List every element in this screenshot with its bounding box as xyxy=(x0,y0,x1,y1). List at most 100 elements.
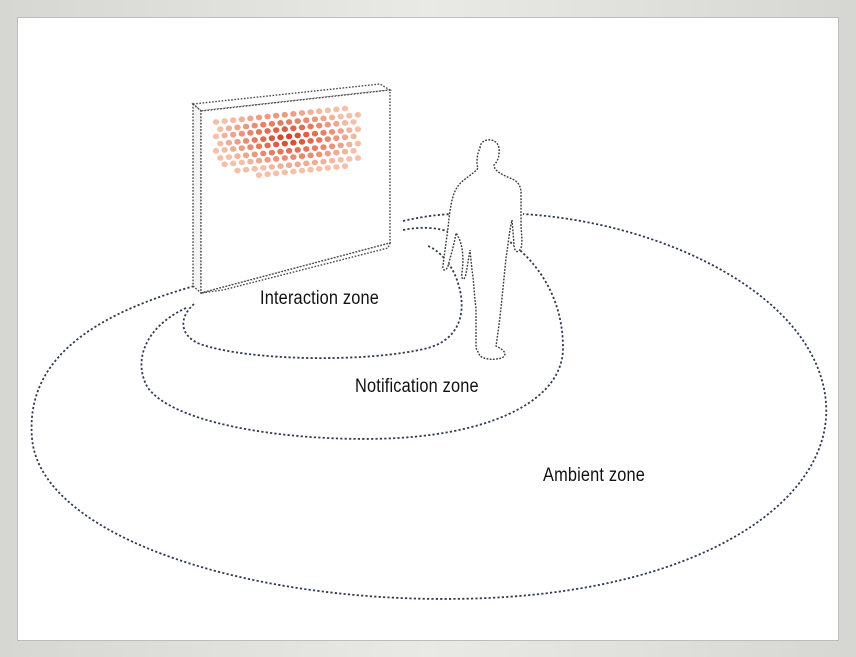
heat-dot xyxy=(268,135,276,142)
heat-dot xyxy=(230,146,237,152)
heat-dot xyxy=(333,135,340,142)
heat-dot xyxy=(328,114,336,121)
heat-dot xyxy=(268,164,276,170)
heat-dot xyxy=(324,136,331,142)
notification-zone-label: Notification zone xyxy=(355,376,479,397)
heat-dot xyxy=(346,112,353,119)
heat-dot xyxy=(328,143,336,150)
heat-dot xyxy=(264,128,271,134)
diagram-frame: Interaction zone Notification zone Ambie… xyxy=(18,18,838,640)
heat-dot xyxy=(354,126,362,133)
heat-dot xyxy=(264,156,271,163)
heat-dot xyxy=(290,154,297,161)
heat-dot xyxy=(337,142,344,149)
heat-dot xyxy=(324,107,331,114)
heat-dot xyxy=(303,146,310,152)
heat-dot xyxy=(260,136,267,142)
heat-dot xyxy=(225,125,233,132)
heat-dot xyxy=(307,109,314,115)
heat-dot xyxy=(320,158,327,165)
heat-dot xyxy=(285,162,293,169)
heat-dot xyxy=(277,120,284,126)
heat-dot xyxy=(294,132,301,139)
heat-dot xyxy=(268,120,276,127)
heat-dot xyxy=(230,117,237,124)
heat-dot xyxy=(251,122,258,129)
heat-dot xyxy=(234,153,241,160)
heat-dot xyxy=(242,123,250,130)
heat-dot xyxy=(320,115,327,122)
heat-dot xyxy=(264,171,271,178)
heat-dot xyxy=(212,119,220,125)
heat-dot xyxy=(251,165,258,172)
heat-dot xyxy=(264,113,271,120)
heat-dot xyxy=(281,111,288,118)
heat-dot xyxy=(294,147,301,153)
heat-dot xyxy=(221,147,228,153)
heat-dot xyxy=(285,119,293,125)
heat-dot xyxy=(225,139,233,146)
heat-dot xyxy=(346,127,353,133)
heat-dot xyxy=(337,113,344,120)
heat-dot xyxy=(264,142,271,149)
heat-dot xyxy=(242,152,250,159)
heat-dot xyxy=(311,159,319,166)
heat-dot xyxy=(285,147,293,154)
heat-dot xyxy=(260,150,267,157)
heat-dot xyxy=(328,157,336,164)
heat-dot xyxy=(341,120,349,126)
proxemic-zones-diagram xyxy=(30,83,828,600)
heat-dot xyxy=(221,118,228,124)
heat-dot xyxy=(281,126,288,133)
heat-dot xyxy=(247,115,254,122)
heat-dot xyxy=(290,111,297,117)
heat-dot xyxy=(328,129,336,135)
interaction-zone-boundary xyxy=(182,245,463,359)
heat-dot xyxy=(320,144,327,151)
heat-dot xyxy=(311,116,319,123)
heat-dot xyxy=(281,169,288,176)
heat-dot xyxy=(247,144,254,151)
heat-dot xyxy=(247,129,254,136)
heat-dot xyxy=(273,156,280,162)
ambient-zone-boundary xyxy=(30,213,828,600)
heat-dot xyxy=(273,112,280,119)
heat-dot xyxy=(242,166,250,173)
ambient-zone-label: Ambient zone xyxy=(543,465,645,486)
heat-dot xyxy=(290,168,297,175)
heat-dot xyxy=(277,148,284,155)
heat-dot xyxy=(225,154,233,161)
heat-dot xyxy=(333,120,340,127)
display-left-edge xyxy=(192,102,202,295)
heat-dot xyxy=(234,167,241,174)
heat-dot xyxy=(234,124,241,131)
heat-dot xyxy=(238,116,245,123)
heat-dot xyxy=(260,121,267,128)
heat-dot xyxy=(350,119,357,125)
heat-dot xyxy=(251,137,258,143)
heat-dot xyxy=(316,122,323,129)
heat-dot xyxy=(350,133,357,140)
heat-dot xyxy=(307,138,314,144)
ambient-zone-tail xyxy=(402,213,457,222)
heat-dot xyxy=(277,163,284,170)
heat-dot xyxy=(273,127,280,133)
heat-dot xyxy=(333,164,340,170)
heat-dot xyxy=(255,172,263,179)
heat-dot xyxy=(221,161,228,168)
heat-dot xyxy=(281,155,288,161)
heat-dot xyxy=(298,110,306,116)
heat-dot xyxy=(341,105,349,112)
heat-dot xyxy=(234,138,241,145)
heat-dot xyxy=(311,145,319,151)
heat-dot xyxy=(350,147,357,154)
heat-dot xyxy=(320,129,327,136)
heat-dot xyxy=(255,129,263,135)
heat-dot xyxy=(238,130,245,137)
heat-dot xyxy=(230,160,237,167)
heat-dot xyxy=(303,131,310,138)
heat-dot xyxy=(247,158,254,165)
heat-dot xyxy=(255,157,263,164)
heat-dot xyxy=(303,160,310,167)
heat-dot xyxy=(238,159,245,166)
